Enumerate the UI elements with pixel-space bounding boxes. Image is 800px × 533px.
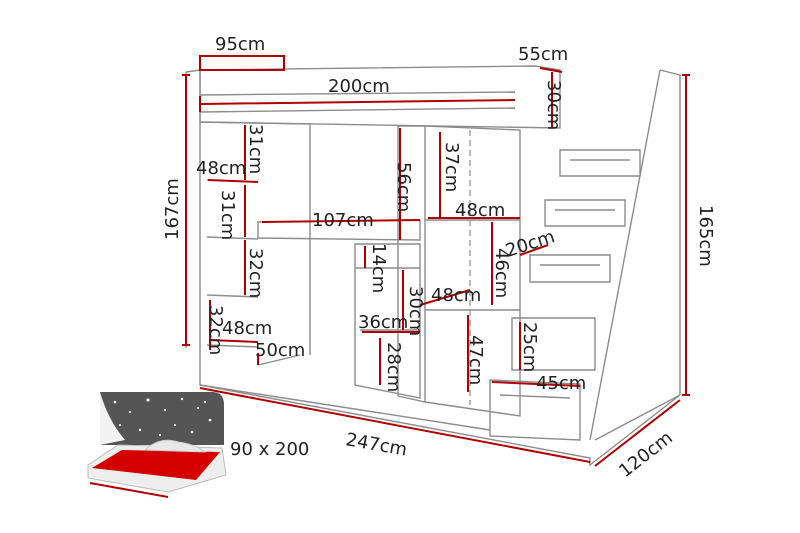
mattress-red-cover bbox=[92, 450, 220, 480]
label-shelf1: 31cm bbox=[245, 124, 266, 174]
label-stair-45: 45cm bbox=[536, 373, 586, 394]
label-shelf4: 32cm bbox=[205, 305, 226, 355]
label-cab-drawer: 14cm bbox=[368, 243, 389, 293]
label-right-height: 165cm bbox=[695, 205, 716, 267]
label-shelf2: 31cm bbox=[217, 190, 238, 240]
mattress-illustration: 90 x 200 bbox=[87, 392, 309, 498]
label-bed-length: 200cm bbox=[328, 76, 390, 97]
label-shelf3: 32cm bbox=[245, 248, 266, 298]
label-top-depth: 55cm bbox=[518, 44, 568, 65]
label-cab-shelf-width: 48cm bbox=[455, 200, 505, 221]
label-rail-height: 30cm bbox=[543, 80, 564, 130]
label-cab-28: 28cm bbox=[383, 342, 404, 392]
label-cab-36: 36cm bbox=[358, 312, 408, 333]
label-left-height: 167cm bbox=[162, 178, 183, 240]
label-top-width: 95cm bbox=[215, 34, 265, 55]
label-cab-30: 30cm bbox=[405, 286, 426, 336]
mattress-size-label: 90 x 200 bbox=[230, 439, 309, 460]
label-desk-width: 107cm bbox=[312, 210, 374, 231]
label-total-depth: 120cm bbox=[615, 427, 677, 482]
label-shelf-width: 48cm bbox=[196, 158, 246, 179]
label-cab-top: 56cm bbox=[393, 162, 414, 212]
label-cab-48b: 48cm bbox=[431, 285, 481, 306]
label-shelf-width-low: 48cm bbox=[222, 318, 272, 339]
label-cab-inner: 37cm bbox=[441, 142, 462, 192]
label-desk-depth: 50cm bbox=[255, 340, 305, 361]
label-total-length: 247cm bbox=[344, 429, 409, 460]
dimension-lines bbox=[182, 55, 690, 467]
label-cab-47: 47cm bbox=[465, 335, 486, 385]
label-cab-46: 46cm bbox=[491, 248, 512, 298]
label-stair-25: 25cm bbox=[519, 322, 540, 372]
